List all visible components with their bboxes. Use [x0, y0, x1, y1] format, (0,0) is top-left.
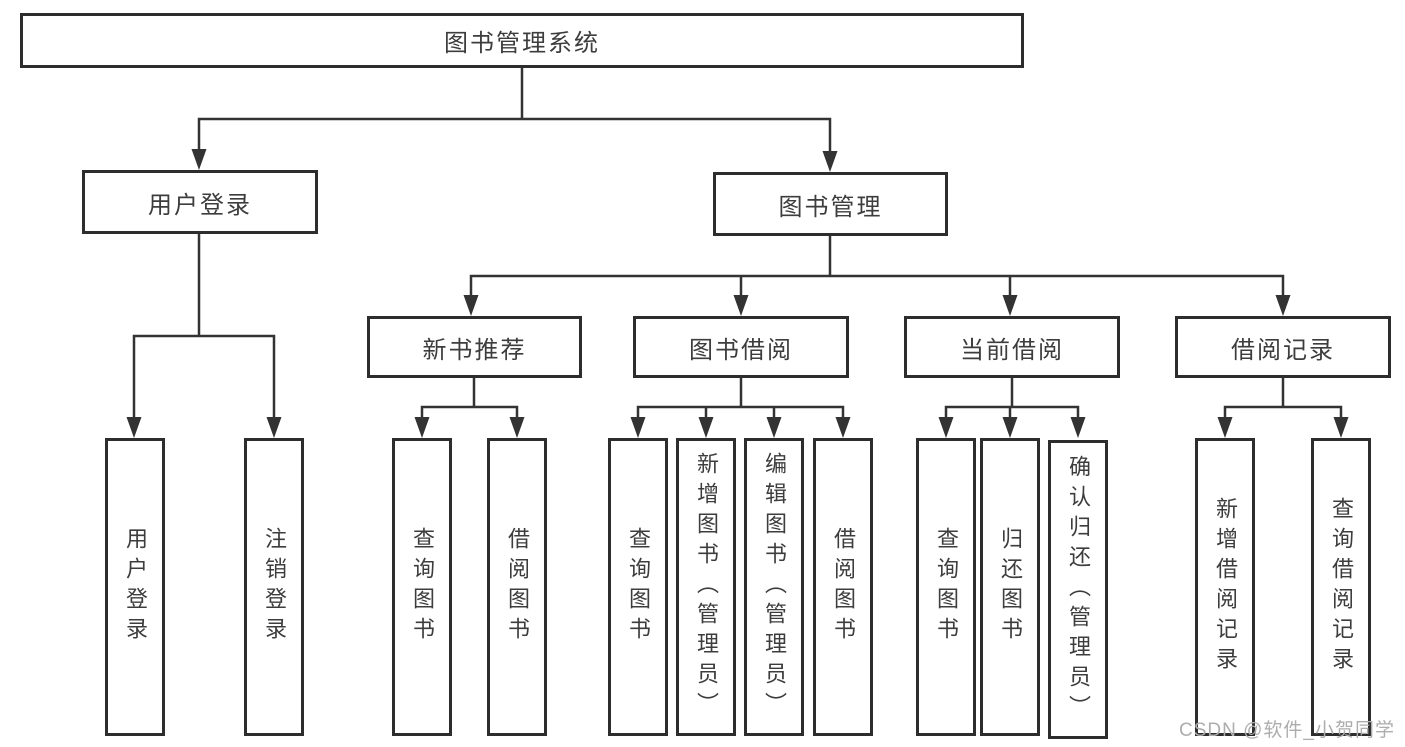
leaf-current-confirm-return-admin-label: 确认归还（管理员） [1066, 454, 1091, 725]
node-borrow-records-label: 借阅记录 [1231, 336, 1335, 364]
node-current-borrow-label: 当前借阅 [960, 336, 1064, 364]
leaf-logout: 注销登录 [244, 438, 304, 736]
node-book-borrow-label: 图书借阅 [689, 336, 793, 364]
leaf-bookborrow-add-books-admin: 新增图书（管理员） [676, 438, 736, 736]
node-book-borrow: 图书借阅 [633, 316, 849, 378]
leaf-records-query-record: 查询借阅记录 [1311, 438, 1371, 736]
leaf-bookborrow-query-books: 查询图书 [608, 438, 668, 736]
watermark: CSDN @软件_小贺同学 [1179, 720, 1395, 741]
leaf-newbook-query-books: 查询图书 [392, 438, 452, 736]
leaf-newbook-query-books-label: 查询图书 [410, 527, 435, 647]
leaf-user-login-label: 用户登录 [123, 527, 148, 647]
leaf-newbook-borrow-books: 借阅图书 [487, 438, 547, 736]
leaf-user-login: 用户登录 [105, 438, 165, 736]
leaf-records-add-record-label: 新增借阅记录 [1213, 497, 1238, 677]
node-root-label: 图书管理系统 [444, 30, 600, 57]
node-new-book-recommend-label: 新书推荐 [422, 336, 527, 364]
node-borrow-records: 借阅记录 [1175, 316, 1391, 378]
leaf-bookborrow-borrow-books-label: 借阅图书 [831, 527, 856, 647]
leaf-records-query-record-label: 查询借阅记录 [1329, 497, 1354, 677]
leaf-bookborrow-borrow-books: 借阅图书 [813, 438, 873, 736]
leaf-logout-label: 注销登录 [262, 527, 287, 647]
node-user-login-label: 用户登录 [148, 191, 252, 219]
leaf-bookborrow-add-books-admin-label: 新增图书（管理员） [694, 452, 719, 722]
node-book-management-label: 图书管理 [778, 193, 883, 221]
leaf-records-add-record: 新增借阅记录 [1195, 438, 1255, 736]
leaf-current-return-books-label: 归还图书 [998, 527, 1023, 647]
node-book-management: 图书管理 [713, 172, 948, 236]
node-root: 图书管理系统 [20, 13, 1024, 68]
connector-segments [132, 66, 1343, 422]
leaf-bookborrow-edit-books-admin: 编辑图书（管理员） [744, 438, 804, 736]
leaf-bookborrow-query-books-label: 查询图书 [626, 527, 651, 647]
node-user-login: 用户登录 [82, 170, 318, 234]
leaf-current-confirm-return-admin: 确认归还（管理员） [1048, 440, 1108, 739]
leaf-current-query-books-label: 查询图书 [934, 527, 959, 647]
leaf-bookborrow-edit-books-admin-label: 编辑图书（管理员） [762, 452, 787, 722]
leaf-current-return-books: 归还图书 [980, 438, 1040, 736]
leaf-newbook-borrow-books-label: 借阅图书 [505, 527, 530, 647]
leaf-current-query-books: 查询图书 [916, 438, 976, 736]
node-current-borrow: 当前借阅 [904, 316, 1120, 378]
node-new-book-recommend: 新书推荐 [367, 316, 582, 378]
